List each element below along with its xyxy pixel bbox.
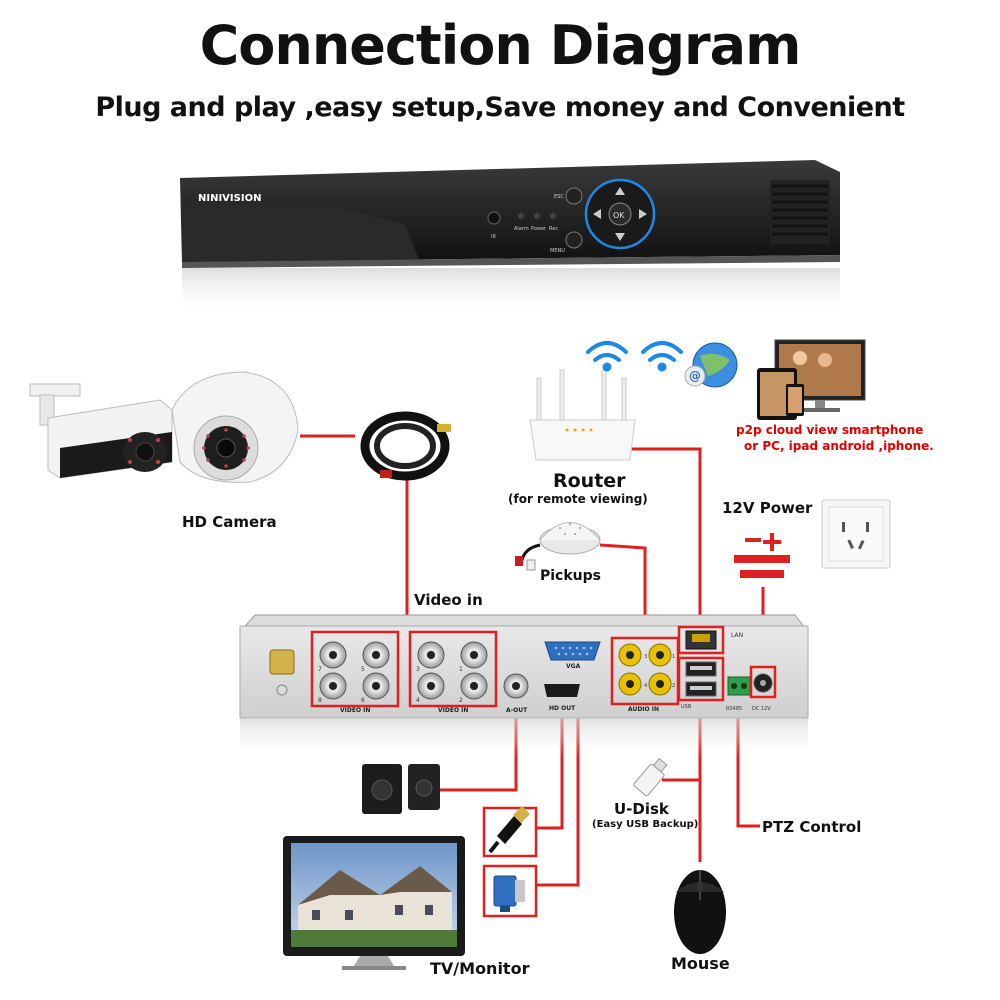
bnc-num-6: 6 bbox=[361, 697, 365, 704]
label-u-disk: U-Disk bbox=[614, 800, 669, 818]
label-video-in-right: VIDEO IN bbox=[438, 707, 468, 714]
label-p2p-line1: p2p cloud view smartphone bbox=[736, 423, 924, 437]
power-symbol-icon bbox=[734, 533, 790, 578]
label-12v-power: 12V Power bbox=[722, 499, 813, 517]
label-mouse: Mouse bbox=[671, 954, 730, 973]
label-p2p-line2: or PC, ipad android ,iphone. bbox=[744, 439, 934, 453]
audio-in-jacks: 3 1 4 2 bbox=[618, 643, 675, 696]
label-tv-monitor: TV/Monitor bbox=[430, 959, 530, 978]
page-subtitle: Plug and play ,easy setup,Save money and… bbox=[95, 92, 905, 123]
mouse-icon bbox=[674, 848, 726, 954]
dvr-ok-label: OK bbox=[613, 211, 625, 220]
page-title: Connection Diagram bbox=[199, 14, 802, 77]
label-router: Router bbox=[553, 470, 626, 492]
label-pickups: Pickups bbox=[540, 568, 601, 584]
label-hd-out: HD OUT bbox=[549, 705, 576, 712]
dvr-led-power: Power bbox=[531, 226, 547, 232]
label-hd-camera: HD Camera bbox=[182, 513, 277, 531]
wifi-icon bbox=[586, 341, 628, 372]
audio-num-2: 2 bbox=[672, 683, 675, 689]
line-pickups bbox=[599, 543, 647, 640]
dvr-ir-label: IR bbox=[491, 234, 496, 240]
lan-box bbox=[677, 625, 725, 655]
label-vga: VGA bbox=[566, 663, 581, 670]
dc-box bbox=[749, 665, 777, 699]
dvr-led-rec: Rec bbox=[549, 226, 558, 232]
audio-num-3: 3 bbox=[644, 654, 647, 660]
label-dc12v: DC 12V bbox=[752, 706, 771, 712]
label-router-note: (for remote viewing) bbox=[508, 492, 648, 506]
dvr-esc-label: ESC bbox=[554, 194, 564, 200]
router-device bbox=[529, 369, 636, 461]
globe-email-icon: @ bbox=[684, 342, 738, 388]
label-a-out: A-OUT bbox=[506, 707, 528, 714]
wifi-icon bbox=[641, 341, 683, 372]
p2p-devices-image bbox=[757, 339, 866, 420]
ground-screw bbox=[269, 649, 295, 675]
pickup-microphone bbox=[515, 522, 601, 571]
tv-monitor-icon bbox=[283, 836, 465, 970]
audio-num-1: 1 bbox=[672, 654, 675, 660]
label-video-in: Video in bbox=[414, 591, 483, 609]
bullet-camera bbox=[29, 383, 173, 479]
bnc-num-2: 2 bbox=[459, 697, 463, 704]
vga-cable-icon bbox=[482, 864, 538, 918]
label-rs485: RS485 bbox=[726, 706, 742, 712]
video-in-box-left bbox=[310, 630, 400, 708]
label-video-in-left: VIDEO IN bbox=[340, 707, 370, 714]
speakers-icon bbox=[362, 764, 440, 814]
bnc-num-1: 1 bbox=[459, 666, 463, 673]
dvr-front: NINIVISION IR Alarm Power Rec ESC MENU O… bbox=[180, 160, 840, 313]
label-usb: USB bbox=[681, 704, 692, 710]
usb-box bbox=[677, 656, 725, 702]
dvr-menu-label: MENU bbox=[550, 248, 565, 254]
label-ptz-control: PTZ Control bbox=[762, 818, 862, 836]
dvr-brand: NINIVISION bbox=[198, 193, 261, 204]
bnc-group-left: 7 5 8 6 bbox=[318, 641, 390, 704]
label-u-disk-note: (Easy USB Backup) bbox=[592, 819, 699, 830]
dome-camera bbox=[171, 371, 299, 483]
line-router-lan bbox=[627, 447, 702, 640]
dvr-back-panel: 7 5 8 6 VIDEO IN 3 1 4 2 VIDEO IN A-OUT bbox=[239, 614, 809, 758]
bnc-group-right: 3 1 4 2 bbox=[416, 641, 488, 704]
bnc-num-4: 4 bbox=[416, 697, 420, 704]
bnc-num-5: 5 bbox=[361, 666, 365, 673]
video-cable-coil bbox=[360, 411, 451, 481]
svg-text:@: @ bbox=[689, 369, 701, 383]
bnc-num-8: 8 bbox=[318, 697, 322, 704]
label-audio-in: AUDIO IN bbox=[628, 706, 659, 713]
bnc-num-3: 3 bbox=[416, 666, 420, 673]
label-lan: LAN bbox=[731, 632, 743, 639]
audio-num-4: 4 bbox=[644, 683, 647, 689]
dvr-led-alarm: Alarm bbox=[514, 226, 529, 232]
usb-disk-icon bbox=[633, 757, 668, 797]
hdmi-cable-icon bbox=[482, 806, 538, 858]
video-in-box-right bbox=[408, 630, 498, 708]
bnc-num-7: 7 bbox=[318, 666, 322, 673]
hdmi-port bbox=[544, 684, 580, 697]
wall-socket-icon bbox=[821, 499, 891, 569]
vga-port bbox=[544, 641, 601, 661]
